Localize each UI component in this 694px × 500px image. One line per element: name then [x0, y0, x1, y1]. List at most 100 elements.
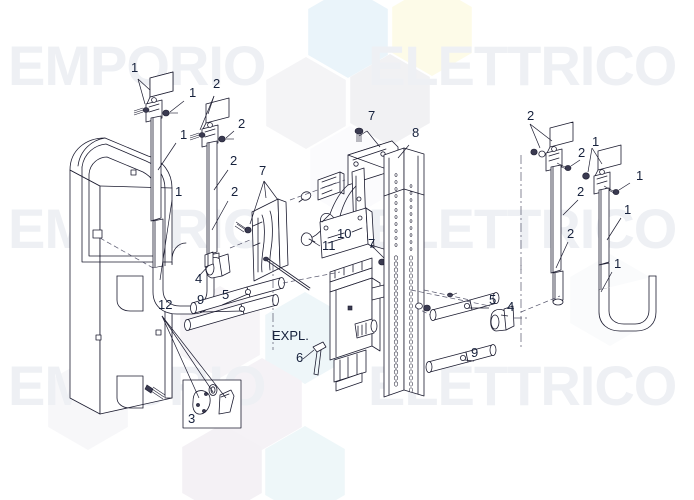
- perforation-hole: [394, 201, 398, 205]
- assembly-line-bracket: [229, 239, 251, 249]
- part-elbow-4-right: [490, 305, 515, 332]
- watermark-left-0: EMPORIO: [8, 34, 265, 97]
- part-arm-assembly-left-2: [189, 95, 235, 276]
- hexagon-0: [308, 0, 388, 78]
- part-handle-rod: [308, 238, 321, 247]
- perforation-hole: [409, 321, 413, 327]
- perforation-hole: [393, 321, 399, 327]
- screw-icon-arm1-a: [133, 107, 150, 116]
- callout-number-6: 6: [296, 350, 303, 365]
- perforation-hole: [409, 285, 413, 291]
- perforation-hole: [393, 255, 399, 261]
- perforation-hole: [393, 297, 399, 303]
- hexagon-9: [265, 426, 345, 500]
- callout-number-2: 2: [527, 108, 534, 123]
- callout-number-3: 3: [188, 411, 195, 426]
- part-motor-mount-bracket: [319, 127, 399, 282]
- perforation-hole: [409, 240, 413, 244]
- perforation-hole: [409, 273, 413, 279]
- perforation-hole: [394, 215, 398, 219]
- callout-number-1: 1: [614, 256, 621, 271]
- perforation-hole: [393, 357, 399, 363]
- callout-number-8: 8: [412, 125, 419, 140]
- part-perforated-post: [383, 144, 425, 398]
- perforation-hole: [393, 333, 399, 339]
- perforation-hole: [393, 315, 399, 321]
- post-perforation-column-left: [393, 173, 399, 387]
- perforation-hole: [409, 345, 413, 351]
- perforation-hole: [409, 303, 413, 309]
- screw-icon-motorbracket-top: [354, 127, 364, 142]
- assembly-line-left: [282, 271, 341, 284]
- perforation-hole: [409, 315, 413, 321]
- callout-number-2: 2: [238, 116, 245, 131]
- screw-icon-right2-a: [530, 148, 546, 158]
- part-allen-key: [302, 341, 327, 376]
- hexagon-2: [350, 54, 430, 146]
- perforation-hole: [393, 303, 399, 309]
- perforation-hole: [409, 381, 413, 387]
- callout-number-7: 7: [259, 163, 266, 178]
- post-perforation-column-right: [409, 184, 413, 393]
- perforation-hole: [393, 345, 399, 351]
- hexagon-1: [392, 0, 472, 76]
- perforation-hole: [409, 309, 413, 315]
- perforation-hole: [394, 208, 398, 212]
- perforation-hole: [409, 363, 413, 369]
- callout-number-1: 1: [189, 85, 196, 100]
- callout-number-7: 7: [368, 236, 375, 251]
- callout-number-1: 1: [624, 202, 631, 217]
- perforation-hole: [409, 351, 413, 357]
- callout-number-7: 7: [368, 108, 375, 123]
- perforation-hole: [409, 387, 413, 393]
- screw-icon-arm1-b: [162, 109, 178, 117]
- callout-number-1: 1: [131, 60, 138, 75]
- watermark-right-0: ELETTRICO: [368, 34, 676, 97]
- perforation-hole: [394, 180, 398, 184]
- part-mounting-bracket-left: [234, 180, 289, 282]
- perforation-hole: [409, 375, 413, 381]
- perforation-hole: [393, 327, 399, 333]
- callout-number-4: 4: [195, 271, 202, 286]
- assembly-line-right: [410, 289, 491, 307]
- perforation-hole: [393, 291, 399, 297]
- perforation-hole: [409, 205, 413, 209]
- perforation-hole: [394, 222, 398, 226]
- perforation-hole: [394, 236, 398, 240]
- screw-icon-bracket-left: [234, 221, 252, 234]
- callout-number-2: 2: [213, 76, 220, 91]
- perforation-hole: [409, 279, 413, 285]
- perforation-hole: [409, 369, 413, 375]
- small-knob-icon: [298, 191, 312, 203]
- hexagon-7: [222, 358, 302, 450]
- part-tube-5-left: [190, 277, 285, 314]
- callout-number-2: 2: [577, 184, 584, 199]
- perforation-hole: [393, 309, 399, 315]
- perforation-hole: [393, 267, 399, 273]
- callout-number-1: 1: [636, 168, 643, 183]
- screw-icon-arm2-a: [189, 132, 206, 141]
- part-post-secondary: [360, 165, 370, 403]
- perforation-hole: [409, 198, 413, 202]
- perforation-hole: [409, 261, 413, 267]
- part-cover-panel: [69, 137, 187, 415]
- perforation-hole: [394, 243, 398, 247]
- part-arm-assembly-right-2: [529, 121, 581, 306]
- text-label-layer: EXPL.: [272, 328, 309, 343]
- perforation-hole: [393, 381, 399, 387]
- perforation-hole: [394, 187, 398, 191]
- perforation-hole: [409, 339, 413, 345]
- part-arm-assembly-right-1: [582, 144, 657, 332]
- perforation-hole: [409, 247, 413, 251]
- perforation-hole: [409, 327, 413, 333]
- perforation-hole: [409, 184, 413, 188]
- hexagon-8: [182, 424, 262, 500]
- hexagon-3: [266, 57, 346, 149]
- assembly-line-post: [423, 289, 471, 301]
- callout-number-1: 1: [180, 127, 187, 142]
- screw-icon-arm2-b: [218, 135, 234, 143]
- callout-number-2: 2: [578, 145, 585, 160]
